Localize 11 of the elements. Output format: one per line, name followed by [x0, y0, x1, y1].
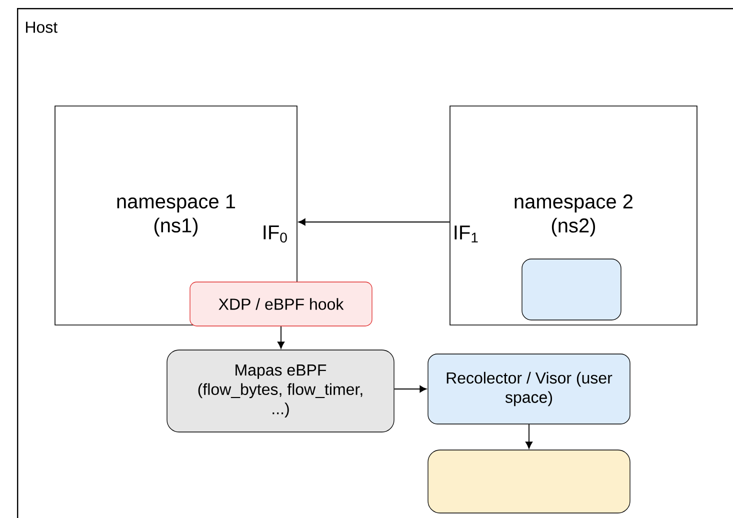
interface-label: IF$_{0}$ [264, 225, 287, 243]
hook-box: XDP / eBPF hook [190, 282, 372, 326]
arrow [298, 218, 450, 226]
process-box: Recolector / Visor (user space) [428, 354, 630, 424]
arrow [394, 385, 427, 392]
storage-box [428, 450, 630, 514]
process-box [522, 258, 622, 320]
interface-label: IF$_{1}$ [454, 226, 478, 242]
arrow [277, 326, 285, 349]
arrow [525, 424, 532, 449]
map-box: Mapas eBPF (flow_bytes, flow_timer, ...) [166, 350, 394, 432]
